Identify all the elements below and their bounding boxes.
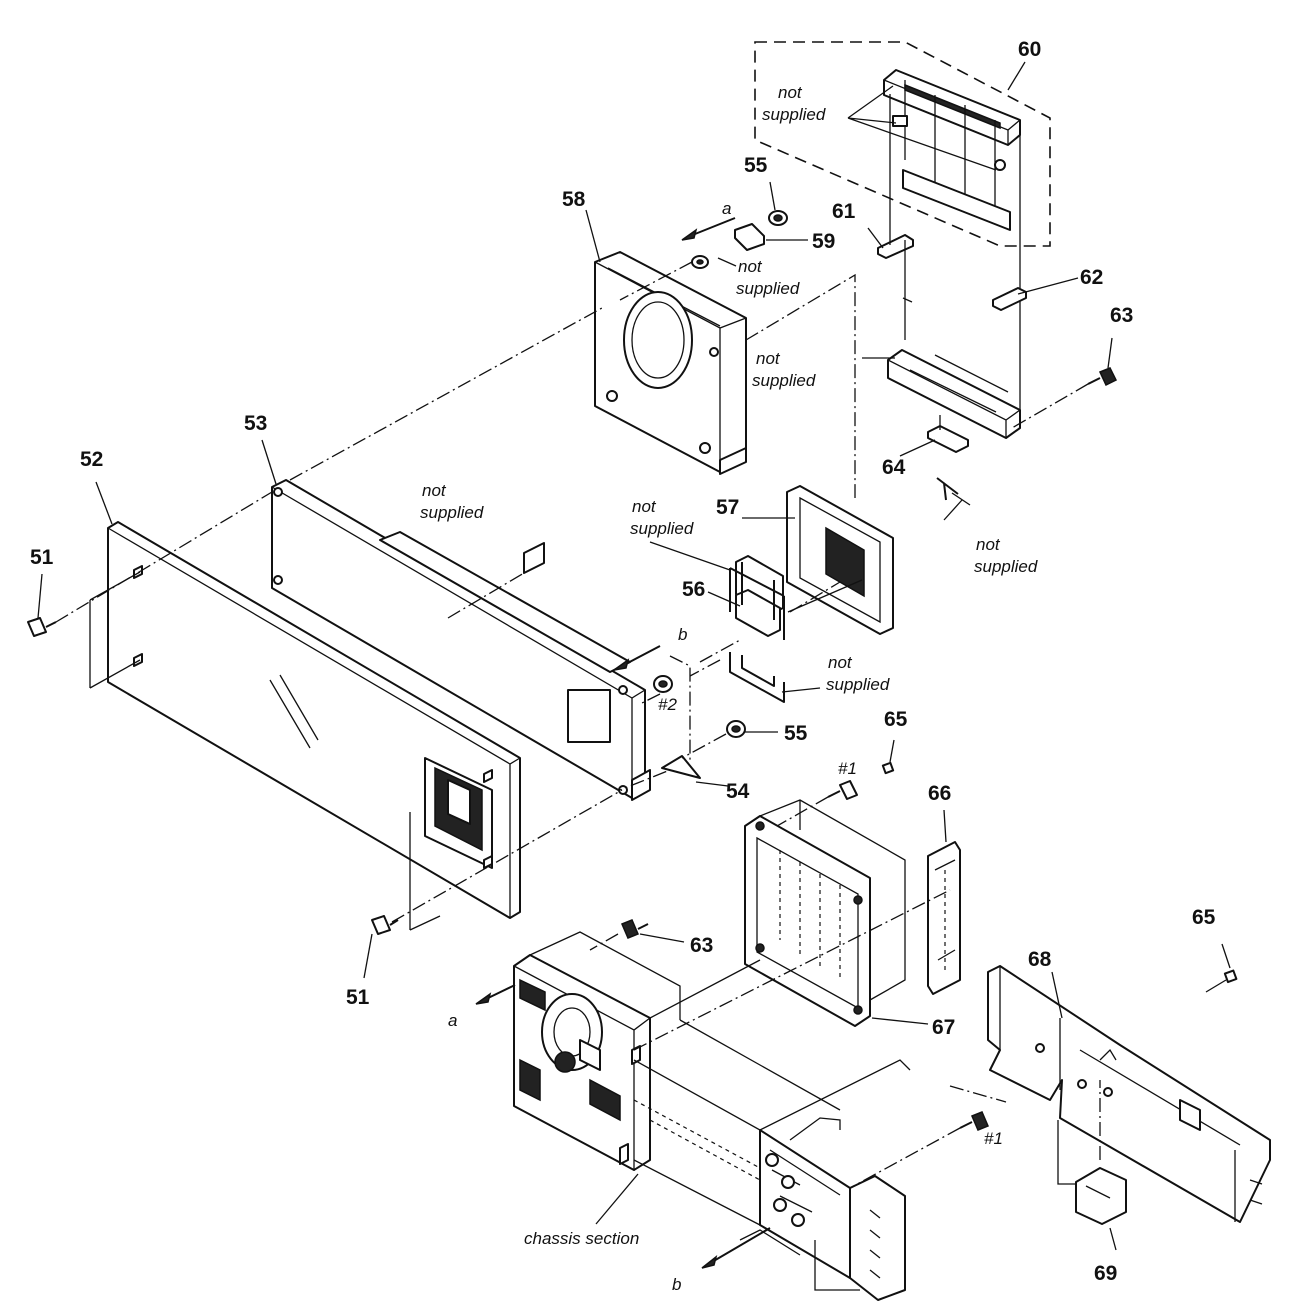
label-part-60: 60 [1018,38,1041,61]
label-part-61: 61 [832,200,856,223]
label-part-58: 58 [562,188,586,211]
part-59-plate [734,223,765,251]
label-part-67: 67 [932,1016,955,1039]
part-51-screw-bottom [371,915,399,935]
part-55-nut-top [768,210,788,226]
note-not-supplied-pin-not: not [976,535,1001,554]
ref-screw-2: #2 [658,695,677,714]
part-holder-not-supplied-upper [729,562,785,640]
part-57-frame [786,485,894,635]
part-58-bracket [594,251,747,475]
part-pin-not-supplied [936,477,959,501]
label-part-63-top: 63 [1110,304,1133,327]
label-part-69: 69 [1094,1262,1117,1285]
label-part-57: 57 [716,496,739,519]
part-64-spring [927,415,969,453]
note-not-supplied-base-not: not [756,349,781,368]
part-base-plate-not-supplied [887,349,1021,439]
part-69-small-board [1075,1167,1127,1225]
label-part-51-bottom: 51 [346,986,370,1009]
part-61-clip [877,94,1021,410]
part-washer-2 [653,675,673,693]
label-part-56: 56 [682,578,705,601]
label-part-65-upper: 65 [884,708,908,731]
part-66-side-board [927,841,961,995]
arrow-b-mid [613,645,661,671]
part-65-pad-upper [881,761,895,775]
note-not-supplied-base-supplied: supplied [752,371,816,390]
note-not-supplied-pin-supplied: supplied [974,557,1038,576]
part-63-screw-bottom [621,919,649,939]
part-67-board-frame [744,799,906,1027]
ref-a-top: a [722,199,731,218]
part-holder-not-supplied-lower [729,652,785,703]
label-part-53: 53 [244,412,267,435]
part-53-panel [271,479,651,801]
label-part-65-right: 65 [1192,906,1216,929]
arrow-a-top [681,217,736,241]
note-not-supplied-58-not: not [738,257,763,276]
ref-b-bottom: b [672,1275,681,1294]
part-51-screw-left [27,617,57,637]
label-part-55-bottom: 55 [784,722,808,745]
label-part-63-bottom: 63 [690,934,713,957]
note-not-supplied-58-supplied: supplied [736,279,800,298]
ref-screw-1-lower: #1 [984,1129,1003,1148]
part-60-top-rail [883,69,1021,231]
note-not-supplied-tab-supplied: supplied [420,503,484,522]
label-part-68: 68 [1028,948,1052,971]
part-68-side-cover [987,965,1271,1223]
chassis-section [513,931,911,1301]
part-65-pad-right [1223,969,1238,984]
label-part-55-top: 55 [744,154,768,177]
arrow-b-bottom [701,1227,771,1269]
label-part-54: 54 [726,780,750,803]
note-not-supplied-holder-supplied: supplied [630,519,694,538]
part-52-front-panel [107,521,521,919]
leader-ds-58 [745,273,856,498]
arrow-a-bottom [475,984,516,1005]
label-part-66: 66 [928,782,951,805]
part-54-tab [661,755,701,779]
label-part-59: 59 [812,230,835,253]
note-not-supplied-tab-not: not [422,481,447,500]
note-chassis-section: chassis section [524,1229,639,1248]
ref-a-bottom: a [448,1011,457,1030]
screw-1-lower [959,1111,989,1131]
screw-1-upper [827,780,858,800]
part-63-screw-top [1011,367,1118,429]
ref-b-mid: b [678,625,687,644]
note-not-supplied-60-supplied: supplied [762,105,826,124]
note-not-supplied-holder-not: not [632,497,657,516]
ref-screw-1-upper: #1 [838,759,857,778]
note-not-supplied-lower-holder-not: not [828,653,853,672]
part-washer-not-supplied [691,255,709,269]
part-tab-not-supplied [523,542,545,574]
label-part-62: 62 [1080,266,1103,289]
label-part-64: 64 [882,456,906,479]
label-part-51-left: 51 [30,546,54,569]
part-56-gasket [735,555,784,637]
note-not-supplied-lower-holder-supplied: supplied [826,675,890,694]
note-not-supplied-60-not: not [778,83,803,102]
not-supplied-boundary [754,41,1051,247]
label-part-52: 52 [80,448,103,471]
part-55-nut-bottom [726,720,746,738]
part-62-bracket [992,287,1027,311]
leader-not-supplied-60 [847,85,997,171]
